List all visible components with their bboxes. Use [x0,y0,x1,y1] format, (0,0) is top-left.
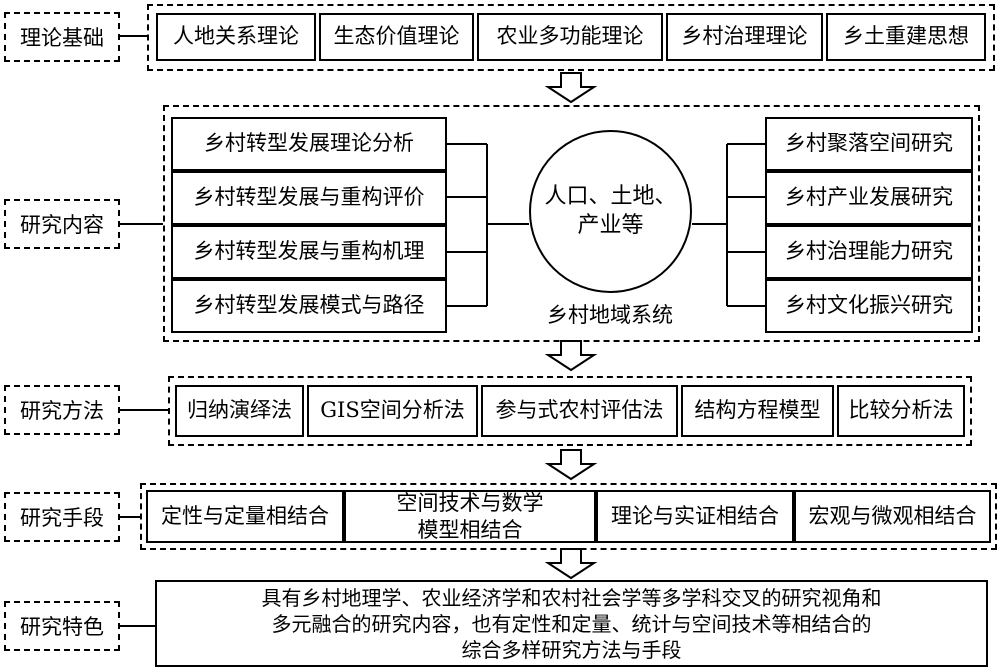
rural-system-elements: 人口、土地、 产业等 [544,183,677,238]
content-right-item-1: 乡村聚落空间研究 [765,117,973,171]
content-group [163,105,980,342]
means-item-4: 宏观与微观相结合 [794,490,991,543]
theory-item-1: 人地关系理论 [156,13,316,61]
means-item-3: 理论与实证相结合 [596,490,794,543]
method-item-3: 参与式农村评估法 [481,385,678,437]
content-right-item-3: 乡村治理能力研究 [765,225,973,279]
method-item-1: 归纳演绎法 [175,385,304,437]
rural-system-circle: 人口、土地、 产业等 [529,130,692,293]
label-content: 研究内容 [4,199,120,249]
feature-box: 具有乡村地理学、农业经济学和农村社会学等多学科交叉的研究视角和 多元融合的研究内… [155,580,988,667]
content-left-item-3: 乡村转型发展与重构机理 [171,225,447,279]
means-group [140,483,997,550]
arrow-down-icon [544,340,598,372]
method-item-2: GIS空间分析法 [307,385,478,437]
content-left-item-1: 乡村转型发展理论分析 [171,117,447,171]
content-right-item-2: 乡村产业发展研究 [765,171,973,225]
theory-item-4: 乡村治理理论 [666,13,823,61]
method-group [168,376,972,446]
content-left-item-4: 乡村转型发展模式与路径 [171,279,447,333]
means-item-1: 定性与定量相结合 [146,490,344,543]
right-bracket [692,143,765,307]
content-right-item-4: 乡村文化振兴研究 [765,279,973,333]
label-means: 研究手段 [4,492,120,542]
theory-item-2: 生态价值理论 [319,13,474,61]
method-item-4: 结构方程模型 [681,385,834,437]
label-feature: 研究特色 [4,601,120,651]
arrow-down-icon [544,72,598,104]
arrow-down-icon [544,548,598,580]
means-item-2: 空间技术与数学 模型相结合 [344,490,596,543]
arrow-down-icon [544,449,598,481]
method-item-5: 比较分析法 [837,385,965,437]
theory-item-3: 农业多功能理论 [477,13,663,61]
theory-group [147,4,995,71]
label-method: 研究方法 [4,385,120,435]
theory-item-5: 乡土重建思想 [826,13,986,61]
left-bracket [447,143,529,307]
label-theory: 理论基础 [4,12,120,62]
content-left-item-2: 乡村转型发展与重构评价 [171,171,447,225]
rural-system-caption: 乡村地域系统 [547,303,673,327]
